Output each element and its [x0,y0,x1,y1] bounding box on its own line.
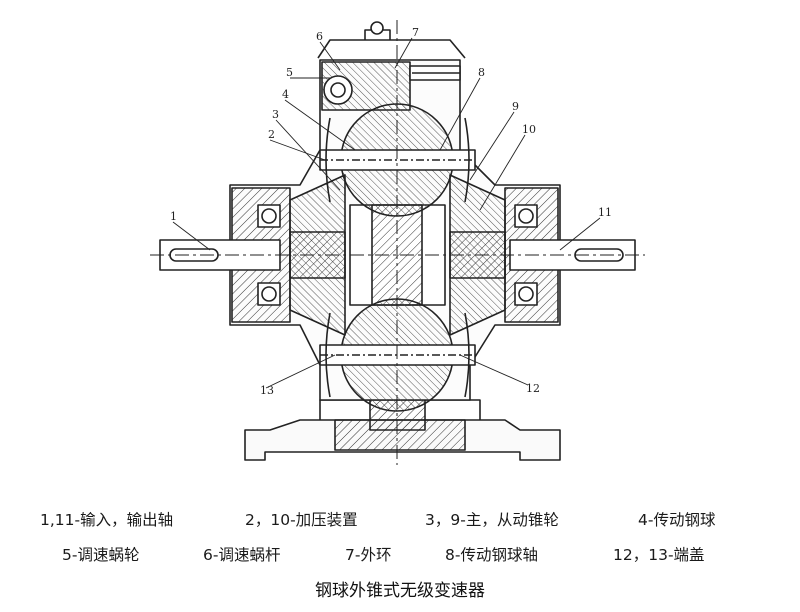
legend-item-worm-screw: 6-调速蜗杆 [203,546,281,564]
legend-item-worm-wheel: 5-调速蜗轮 [62,546,140,564]
part-label-5: 5 [286,66,293,79]
part-label-6: 6 [316,30,323,43]
legend-item-cone-wheels: 3，9-主，从动锥轮 [425,511,559,529]
top-screw-head [370,21,384,35]
worm-screw [323,75,353,105]
legend-item-outer-ring: 7-外环 [345,546,392,564]
legend-item-pressure-device: 2，10-加压装置 [245,511,358,529]
part-label-3: 3 [272,108,279,121]
legend-item-ball-shaft: 8-传动钢球轴 [445,546,538,564]
part-label-12: 12 [526,382,540,395]
part-label-13: 13 [260,384,274,397]
top-cover [317,39,466,59]
part-label-7: 7 [412,26,419,39]
part-label-2: 2 [268,128,275,141]
part-label-4: 4 [282,88,289,101]
part-label-8: 8 [478,66,485,79]
diagram-caption: 钢球外锥式无级变速器 [315,581,485,601]
legend-item-end-covers: 12，13-端盖 [613,546,705,564]
legend-item-shafts: 1,11-输入，输出轴 [40,511,174,529]
part-label-1: 1 [170,210,177,223]
part-label-11: 11 [598,206,612,219]
part-label-9: 9 [512,100,519,113]
legend-item-steel-ball: 4-传动钢球 [638,511,716,529]
part-label-10: 10 [522,123,536,136]
